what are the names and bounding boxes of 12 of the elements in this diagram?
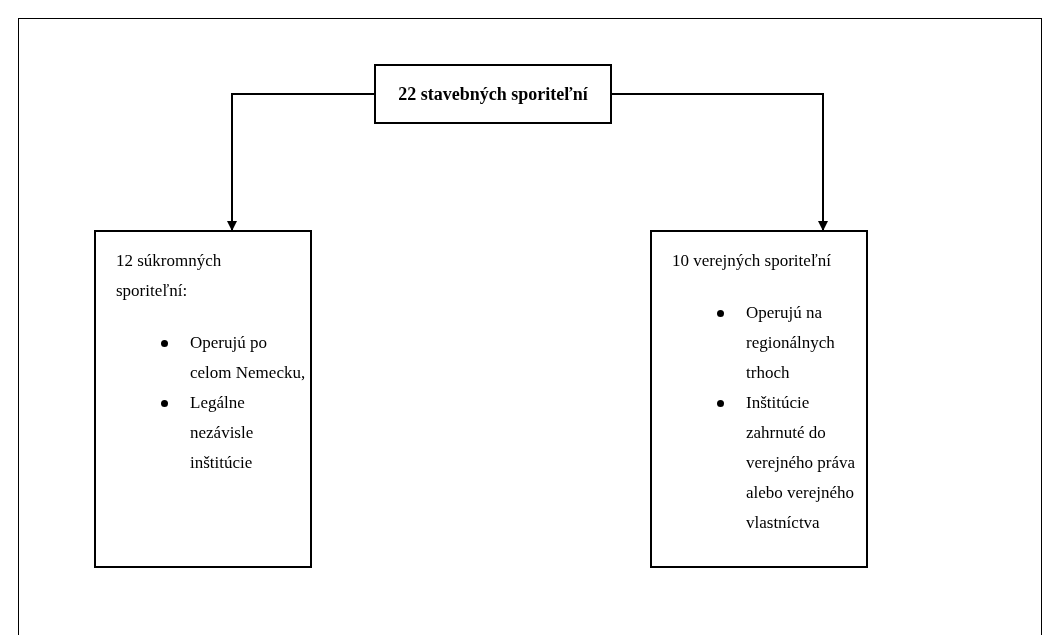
category-box (94, 230, 312, 568)
box-heading: 10 verejných sporiteľní (672, 250, 832, 272)
bullet-text: Operujú na regionálnych trhoch (746, 302, 836, 384)
box-heading: 12 súkromných sporiteľní: (116, 250, 223, 302)
arrow (227, 93, 375, 231)
heading-text: 22 stavebných sporiteľní (398, 82, 588, 106)
bullet-text: Inštitúcie zahrnuté do verejného práva alebo verejného vlastníctva (746, 392, 857, 534)
category-box (650, 230, 868, 568)
bullet-text: Legálne nezávisle inštitúcie (190, 392, 255, 474)
arrow (611, 93, 828, 231)
bullet-text: Operujú po celom Nemecku, (190, 332, 306, 384)
root-box (374, 64, 612, 124)
